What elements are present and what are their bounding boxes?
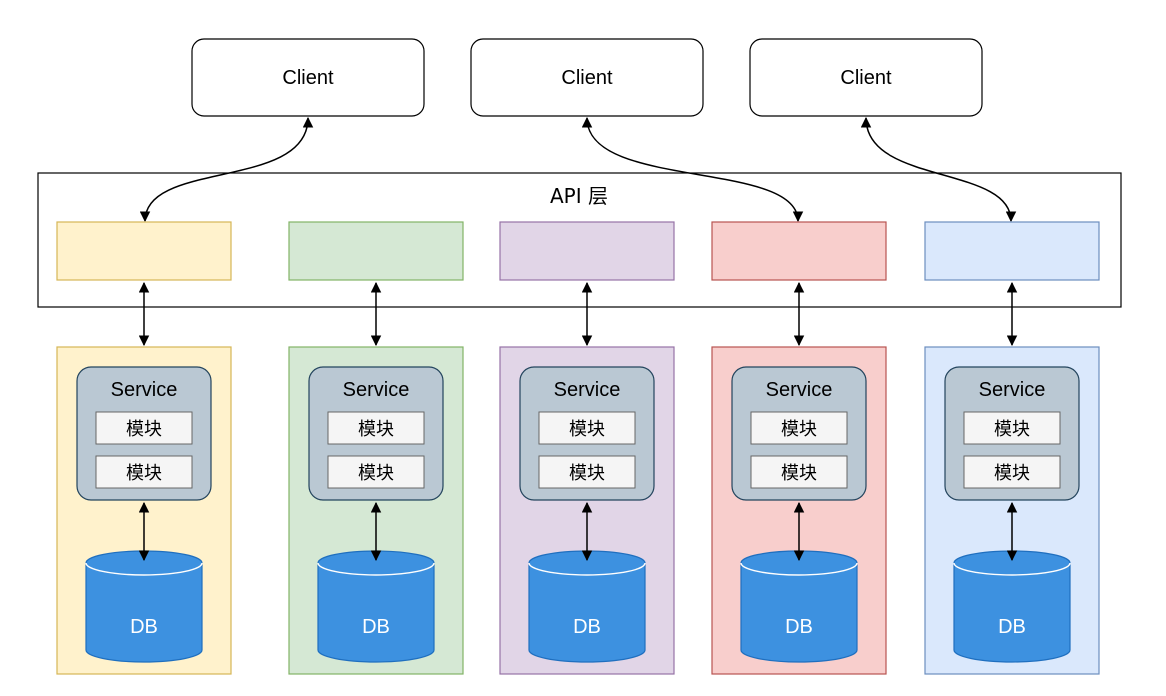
service-label: Service — [554, 379, 621, 401]
db-label: DB — [130, 616, 158, 638]
db-label: DB — [362, 616, 390, 638]
module-box — [963, 455, 1061, 489]
db-cylinder-body — [317, 563, 435, 663]
client-box-1: Client — [191, 38, 425, 117]
db-cylinder-body — [953, 563, 1071, 663]
db-label: DB — [998, 616, 1026, 638]
module-box — [963, 411, 1061, 445]
module-box — [327, 455, 425, 489]
db-cylinder-rim — [85, 562, 203, 576]
module-label: 模块 — [781, 463, 817, 484]
db-cylinder-rim — [953, 562, 1071, 576]
client-api-connector-2 — [581, 116, 804, 223]
module-box — [538, 411, 636, 445]
client-box-3: Client — [749, 38, 983, 117]
api-slot — [711, 221, 887, 281]
client-api-connector-1 — [139, 116, 314, 223]
client-label: Client — [840, 67, 892, 89]
api-slot — [288, 221, 464, 281]
client-api-connector-3 — [860, 116, 1017, 223]
db-cylinder-body — [740, 563, 858, 663]
api-layer-label: API 层 — [550, 184, 608, 208]
client-label: Client — [282, 67, 334, 89]
module-label: 模块 — [994, 419, 1030, 440]
db-cylinder-body — [85, 563, 203, 663]
module-label: 模块 — [781, 419, 817, 440]
module-label: 模块 — [994, 463, 1030, 484]
module-label: 模块 — [126, 419, 162, 440]
service-columns: Service模块模块DBService模块模块DBService模块模块DBS… — [56, 221, 1100, 675]
module-label: 模块 — [358, 463, 394, 484]
module-box — [750, 411, 848, 445]
db-cylinder-rim — [528, 562, 646, 576]
module-box — [95, 455, 193, 489]
db-cylinder-rim — [740, 562, 858, 576]
module-box — [538, 455, 636, 489]
module-label: 模块 — [569, 463, 605, 484]
service-label: Service — [766, 379, 833, 401]
db-label: DB — [785, 616, 813, 638]
api-slot — [499, 221, 675, 281]
api-slot — [56, 221, 232, 281]
module-box — [750, 455, 848, 489]
module-label: 模块 — [358, 419, 394, 440]
module-box — [327, 411, 425, 445]
api-slot — [924, 221, 1100, 281]
service-label: Service — [343, 379, 410, 401]
db-cylinder-body — [528, 563, 646, 663]
client-box-2: Client — [470, 38, 704, 117]
service-label: Service — [111, 379, 178, 401]
client-label: Client — [561, 67, 613, 89]
db-cylinder-rim — [317, 562, 435, 576]
module-label: 模块 — [126, 463, 162, 484]
service-label: Service — [979, 379, 1046, 401]
module-box — [95, 411, 193, 445]
db-label: DB — [573, 616, 601, 638]
module-label: 模块 — [569, 419, 605, 440]
